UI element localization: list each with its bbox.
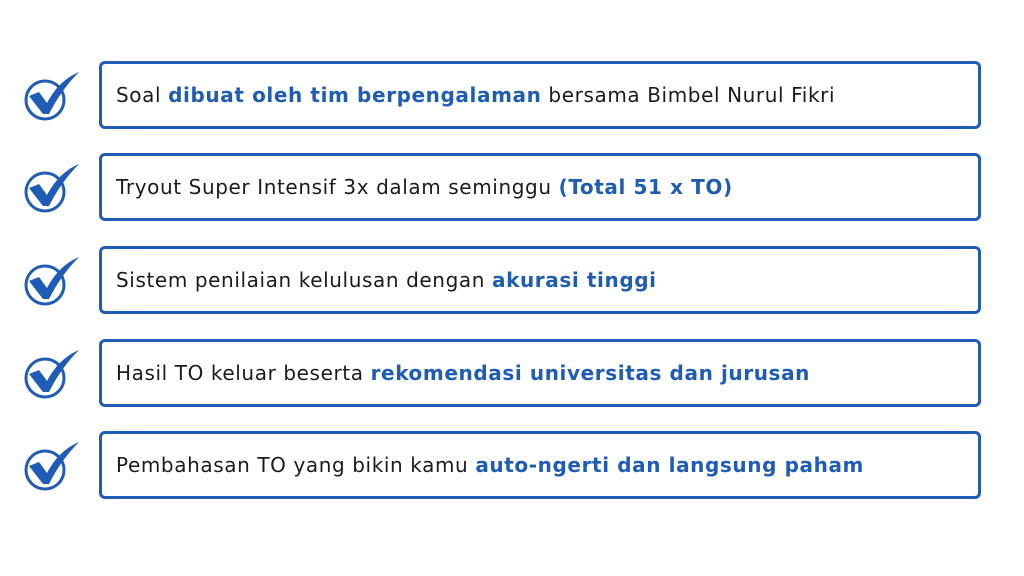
checkmark-icon <box>23 440 81 494</box>
feature-box: Soal dibuat oleh tim berpengalaman bersa… <box>99 61 981 129</box>
feature-highlight: auto-ngerti dan langsung paham <box>475 453 864 477</box>
feature-highlight: dibuat oleh tim berpengalaman <box>168 83 542 107</box>
feature-box: Pembahasan TO yang bikin kamu auto-ngert… <box>99 431 981 499</box>
checkmark-icon <box>23 348 81 402</box>
feature-text: Tryout Super Intensif 3x dalam seminggu <box>116 175 552 199</box>
feature-highlight: (Total 51 x TO) <box>558 175 733 199</box>
list-item: Tryout Super Intensif 3x dalam seminggu … <box>0 153 1024 227</box>
feature-box: Hasil TO keluar beserta rekomendasi univ… <box>99 339 981 407</box>
feature-highlight: rekomendasi universitas dan jurusan <box>370 361 810 385</box>
feature-box: Sistem penilaian kelulusan dengan akuras… <box>99 246 981 314</box>
checkmark-icon <box>23 70 81 124</box>
feature-text: Pembahasan TO yang bikin kamu <box>116 453 469 477</box>
feature-box: Tryout Super Intensif 3x dalam seminggu … <box>99 153 981 221</box>
list-item: Pembahasan TO yang bikin kamu auto-ngert… <box>0 431 1024 505</box>
feature-text: Soal <box>116 83 162 107</box>
list-item: Sistem penilaian kelulusan dengan akuras… <box>0 246 1024 320</box>
list-item: Hasil TO keluar beserta rekomendasi univ… <box>0 339 1024 413</box>
checkmark-icon <box>23 162 81 216</box>
feature-text-after: bersama Bimbel Nurul Fikri <box>548 83 836 107</box>
checkmark-icon <box>23 255 81 309</box>
feature-highlight: akurasi tinggi <box>491 268 657 292</box>
feature-text: Sistem penilaian kelulusan dengan <box>116 268 485 292</box>
list-item: Soal dibuat oleh tim berpengalaman bersa… <box>0 61 1024 135</box>
feature-text: Hasil TO keluar beserta <box>116 361 364 385</box>
